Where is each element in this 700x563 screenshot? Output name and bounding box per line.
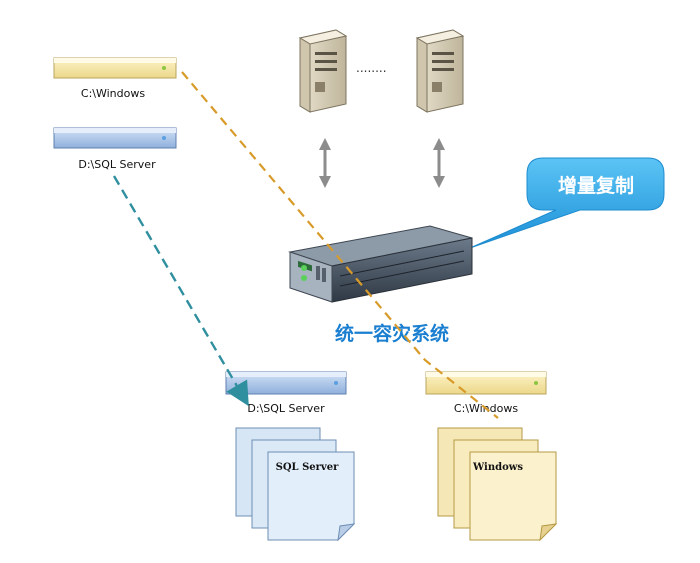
source-drive-sql-label: D:\SQL Server [78, 158, 156, 171]
arrow-left-server-to-system [319, 138, 331, 188]
dest-drive-windows: C:\Windows [425, 371, 547, 415]
server-tower-right [415, 29, 465, 113]
dest-drive-sql: D:\SQL Server [225, 371, 347, 415]
source-drive-windows: C:\Windows [53, 57, 177, 100]
dest-drive-sql-label: D:\SQL Server [247, 402, 325, 415]
doc-stack-sql: SQL Server [235, 427, 356, 542]
source-drive-sql: D:\SQL Server [53, 127, 177, 171]
source-drive-windows-label: C:\Windows [81, 87, 145, 100]
replication-line-sql [112, 175, 249, 407]
replication-line-windows [181, 71, 499, 419]
doc-stack-windows-label: Windows [472, 462, 523, 473]
arrow-right-server-to-system [433, 138, 445, 188]
system-label: 统一容灾系统 [335, 322, 449, 345]
doc-stack-windows: Windows [437, 427, 558, 542]
incremental-copy-callout: 增量复制 [469, 157, 665, 249]
callout-label: 增量复制 [558, 174, 634, 197]
server-tower-left [298, 29, 348, 113]
server-ellipsis: ........ [356, 61, 387, 75]
doc-stack-sql-label: SQL Server [276, 462, 339, 473]
rack-server-icon [288, 225, 473, 303]
